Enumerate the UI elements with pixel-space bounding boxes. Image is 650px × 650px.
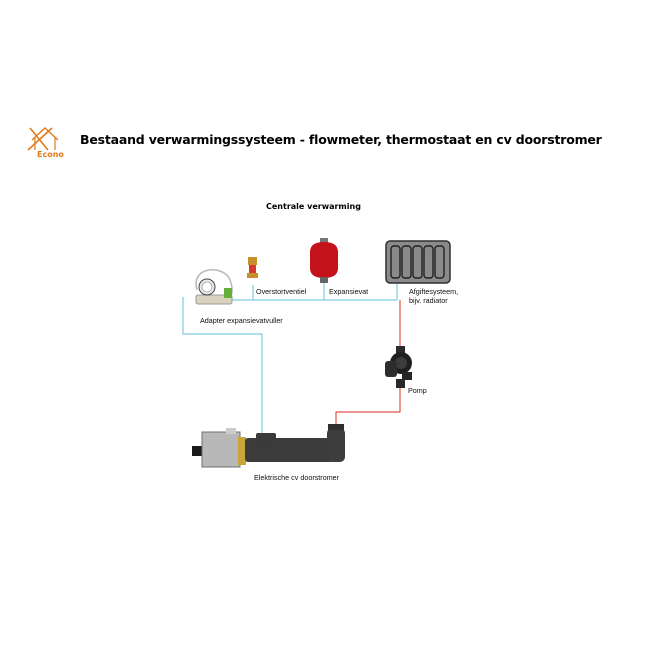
logo-text: Econo	[37, 150, 64, 159]
expansievat	[310, 238, 338, 283]
supply-lines	[182, 282, 398, 435]
cv-doorstromer	[192, 424, 345, 468]
label-doorstromer: Elektrische cv doorstromer	[254, 473, 340, 482]
diagram-subtitle: Centrale verwarming	[266, 202, 361, 211]
radiator	[385, 240, 451, 284]
label-afgifte-line2: bijv. radiator	[409, 296, 448, 305]
return-lines	[335, 300, 401, 430]
label-overstortventiel: Overstortventiel	[256, 287, 307, 296]
econo-logo	[27, 127, 59, 151]
label-adapter: Adapter expansievatvuller	[200, 316, 283, 325]
label-pomp: Pomp	[408, 386, 427, 395]
adapter-expansievatvuller	[195, 268, 233, 305]
label-expansievat: Expansievat	[329, 287, 369, 296]
page-title: Bestaand verwarmingssysteem - flowmeter,…	[80, 132, 602, 147]
overstortventiel	[247, 257, 258, 278]
label-afgifte-line1: Afgiftesysteem,	[409, 287, 459, 296]
pump	[385, 346, 412, 388]
